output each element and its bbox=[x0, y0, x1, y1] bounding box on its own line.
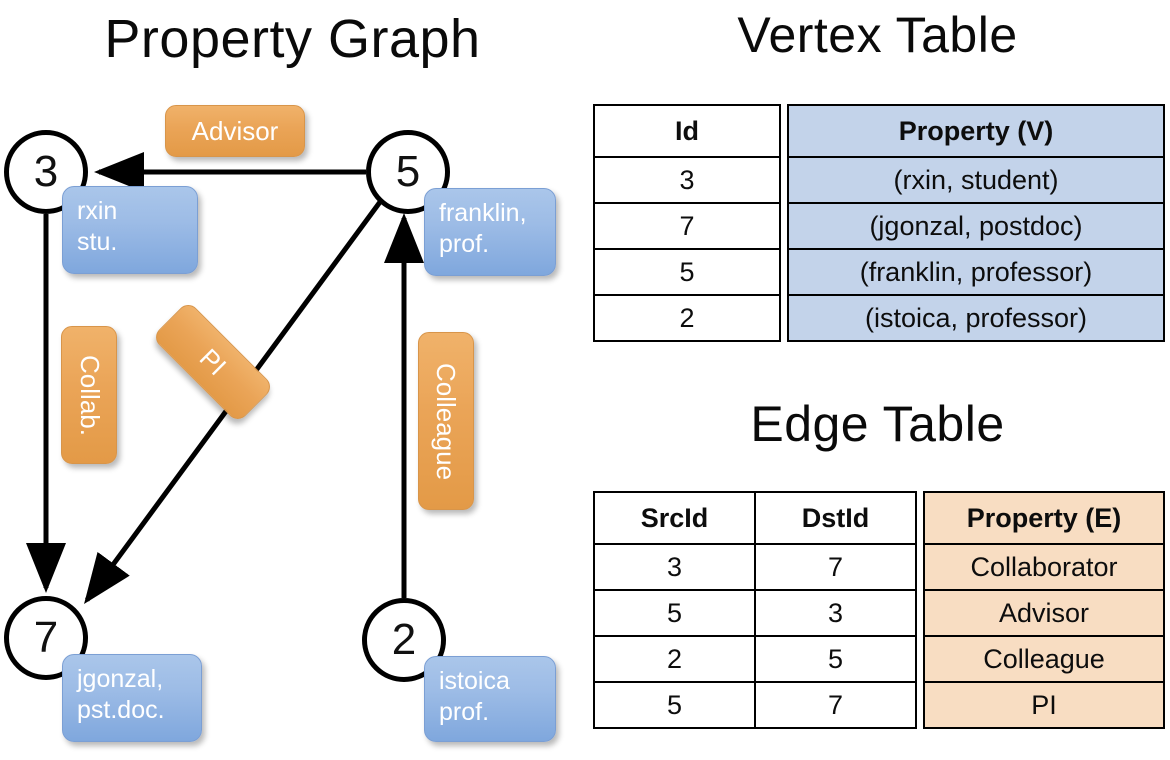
edge-cell-srcid: 5 bbox=[593, 681, 756, 729]
table-row[interactable]: 5 7 bbox=[593, 681, 917, 729]
table-row[interactable]: Advisor bbox=[923, 589, 1165, 637]
table-row[interactable]: 5 bbox=[593, 248, 781, 296]
vertex-callout-3-line1: rxin bbox=[77, 197, 118, 225]
page-title-vertex-table: Vertex Table bbox=[737, 7, 1018, 63]
vertex-cell-property: (franklin, professor) bbox=[787, 248, 1165, 296]
vertex-callout-7-line1: jgonzal, bbox=[77, 665, 164, 693]
table-row[interactable]: 2 5 bbox=[593, 635, 917, 683]
edge-cell-srcid: 5 bbox=[593, 589, 756, 637]
edge-callout-colleague-label: Colleague bbox=[431, 362, 462, 480]
table-row[interactable]: Colleague bbox=[923, 635, 1165, 683]
vertex-callout-2-line1: istoica bbox=[439, 667, 510, 695]
edge-cell-dstid: 7 bbox=[754, 681, 917, 729]
edge-callout-colleague: Colleague bbox=[418, 332, 474, 510]
edge-cell-dstid: 5 bbox=[754, 635, 917, 683]
table-row[interactable]: PI bbox=[923, 681, 1165, 729]
table-header-row: Property (E) bbox=[923, 491, 1165, 545]
edge-cell-property: Advisor bbox=[923, 589, 1165, 637]
table-row[interactable]: 7 bbox=[593, 202, 781, 250]
edge-cell-dstid: 7 bbox=[754, 543, 917, 591]
table-row[interactable]: 3 bbox=[593, 156, 781, 204]
vertex-callout-2: istoica prof. bbox=[424, 656, 556, 742]
table-row[interactable]: 2 bbox=[593, 294, 781, 342]
vertex-header-property: Property (V) bbox=[787, 104, 1165, 158]
vertex-table-id-column: Id 3 7 5 2 bbox=[593, 104, 781, 342]
graph-node-7-label: 7 bbox=[33, 613, 59, 662]
graph-node-5[interactable]: 5 bbox=[366, 130, 450, 214]
table-row[interactable]: (jgonzal, postdoc) bbox=[787, 202, 1165, 250]
edge-cell-property: PI bbox=[923, 681, 1165, 729]
table-header-row: Id bbox=[593, 104, 781, 158]
vertex-callout-5-line1: franklin, bbox=[439, 199, 527, 227]
vertex-callout-5-line2: prof. bbox=[439, 230, 490, 258]
graph-node-2[interactable]: 2 bbox=[362, 598, 446, 682]
graph-node-5-label: 5 bbox=[395, 147, 421, 196]
vertex-cell-id: 3 bbox=[593, 156, 781, 204]
vertex-cell-id: 2 bbox=[593, 294, 781, 342]
edge-callout-collab: Collab. bbox=[61, 326, 117, 464]
edge-cell-dstid: 3 bbox=[754, 589, 917, 637]
vertex-header-id: Id bbox=[593, 104, 781, 158]
edge-cell-property: Collaborator bbox=[923, 543, 1165, 591]
vertex-callout-3: rxin stu. bbox=[62, 186, 198, 274]
edge-header-property: Property (E) bbox=[923, 491, 1165, 545]
table-row[interactable]: Collaborator bbox=[923, 543, 1165, 591]
graph-node-2-label: 2 bbox=[391, 615, 417, 664]
edge-cell-srcid: 3 bbox=[593, 543, 756, 591]
edge-header-dstid: DstId bbox=[754, 491, 917, 545]
table-row[interactable]: (rxin, student) bbox=[787, 156, 1165, 204]
vertex-cell-property: (rxin, student) bbox=[787, 156, 1165, 204]
edge-table-src-dst-columns: SrcId DstId 3 7 5 3 2 5 5 7 bbox=[593, 491, 917, 729]
edge-table-property-column: Property (E) Collaborator Advisor Collea… bbox=[923, 491, 1165, 729]
vertex-callout-7-line2: pst.doc. bbox=[77, 696, 165, 724]
edge-callout-advisor-label: Advisor bbox=[191, 115, 279, 146]
vertex-table-property-column: Property (V) (rxin, student) (jgonzal, p… bbox=[787, 104, 1165, 342]
edge-callout-collab-label: Collab. bbox=[74, 354, 105, 436]
table-row[interactable]: 3 7 bbox=[593, 543, 917, 591]
vertex-callout-2-line2: prof. bbox=[439, 698, 490, 726]
edge-callout-pi-label: PI bbox=[194, 342, 233, 381]
page-title-property-graph: Property Graph bbox=[104, 9, 481, 69]
vertex-callout-5: franklin, prof. bbox=[424, 188, 556, 276]
vertex-cell-property: (jgonzal, postdoc) bbox=[787, 202, 1165, 250]
vertex-cell-id: 5 bbox=[593, 248, 781, 296]
table-row[interactable]: 5 3 bbox=[593, 589, 917, 637]
vertex-callout-7: jgonzal, pst.doc. bbox=[62, 654, 202, 742]
vertex-callout-3-line2: stu. bbox=[77, 228, 118, 256]
edge-cell-srcid: 2 bbox=[593, 635, 756, 683]
table-row[interactable]: (franklin, professor) bbox=[787, 248, 1165, 296]
table-header-row: Property (V) bbox=[787, 104, 1165, 158]
edge-callout-advisor: Advisor bbox=[165, 105, 305, 157]
graph-node-3-label: 3 bbox=[33, 147, 59, 196]
vertex-cell-property: (istoica, professor) bbox=[787, 294, 1165, 342]
edge-header-srcid: SrcId bbox=[593, 491, 756, 545]
table-header-row: SrcId DstId bbox=[593, 491, 917, 545]
page-title-edge-table: Edge Table bbox=[750, 396, 1005, 452]
edge-cell-property: Colleague bbox=[923, 635, 1165, 683]
property-graph-diagram: 3 5 7 2 rxin stu. franklin, prof. jgonza… bbox=[4, 105, 556, 742]
table-row[interactable]: (istoica, professor) bbox=[787, 294, 1165, 342]
vertex-cell-id: 7 bbox=[593, 202, 781, 250]
